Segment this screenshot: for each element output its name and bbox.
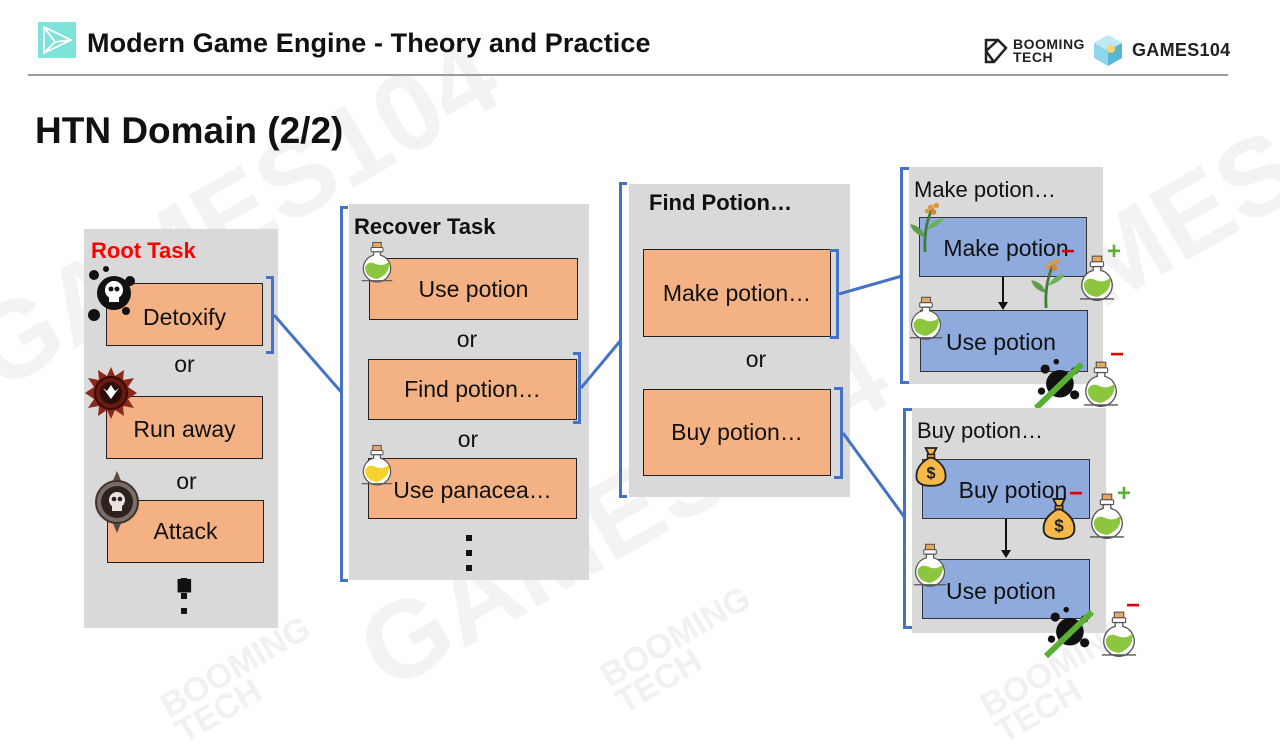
- task-label: Use potion: [418, 275, 529, 302]
- recover-task-title: Recover Task: [354, 214, 496, 239]
- step-label: Use potion: [946, 577, 1056, 604]
- games104-logo: GAMES104: [1092, 33, 1230, 67]
- task-label: Attack: [153, 518, 218, 544]
- herb-icon: [1028, 256, 1068, 313]
- minus-sign: −: [1061, 238, 1076, 265]
- sequence-arrow: [1000, 519, 1012, 559]
- or-separator: or: [174, 351, 195, 377]
- sequence-arrow: [997, 277, 1009, 311]
- step-label: Make potion: [943, 234, 1069, 261]
- expand-bracket: [340, 206, 348, 582]
- green-potion-icon: [908, 294, 944, 347]
- yellow-potion-icon: [360, 442, 394, 493]
- step-use-potion[interactable]: Use potion: [922, 559, 1090, 619]
- flee-emblem-icon: [84, 366, 138, 425]
- skull-badge-icon: [92, 471, 142, 538]
- header-divider: [28, 74, 1228, 76]
- course-logo-icon: [38, 22, 76, 58]
- page-title: HTN Domain (2/2): [35, 110, 344, 151]
- more-options-ellipsis: [466, 535, 472, 571]
- booming-text-line: BOOMING: [1013, 36, 1085, 52]
- booming-tech-mark-icon: [984, 38, 1008, 64]
- minus-sign: −: [1069, 480, 1084, 507]
- minus-sign: −: [1110, 341, 1125, 368]
- header-title: Modern Game Engine - Theory and Practice: [87, 28, 651, 58]
- step-use-potion[interactable]: Use potion: [920, 310, 1088, 372]
- poison-removed-icon: [1042, 604, 1096, 663]
- poison-removed-icon: [1032, 356, 1086, 415]
- booming-text-line: TECH: [1013, 49, 1054, 65]
- task-label: Detoxify: [142, 304, 227, 330]
- task-detoxify[interactable]: Detoxify: [106, 283, 263, 346]
- or-separator: or: [176, 468, 197, 494]
- step-make-potion[interactable]: Make potion: [919, 217, 1087, 277]
- games104-text: GAMES104: [1132, 39, 1231, 60]
- step-label: Buy potion: [958, 477, 1068, 503]
- green-potion-icon: [360, 240, 394, 289]
- root-task-title: Root Task: [91, 238, 196, 263]
- task-buy-potion[interactable]: Buy potion…: [643, 389, 831, 476]
- expand-bracket: [834, 387, 843, 479]
- poison-skull-icon: [86, 265, 138, 328]
- herb-icon: [908, 200, 946, 257]
- games104-cube-icon: [1094, 35, 1122, 66]
- expand-bracket: [266, 276, 274, 354]
- money-bag-icon: [1040, 494, 1078, 547]
- task-label: Find potion…: [404, 376, 541, 402]
- or-separator: or: [745, 346, 767, 372]
- buy-potion-title: Buy potion…: [917, 418, 1043, 443]
- make-potion-title: Make potion…: [914, 177, 1056, 202]
- connector-line: [841, 432, 907, 519]
- find-potion-title: Find Potion…: [649, 190, 792, 215]
- step-buy-potion[interactable]: Buy potion: [922, 459, 1090, 519]
- green-potion-icon: [912, 541, 948, 594]
- plus-sign: +: [1117, 480, 1132, 507]
- or-separator: or: [457, 426, 479, 452]
- task-label: Buy potion…: [671, 419, 803, 445]
- task-use-panacea[interactable]: Use panacea…: [368, 458, 577, 519]
- task-find-potion[interactable]: Find potion…: [368, 359, 577, 420]
- task-make-potion[interactable]: Make potion…: [643, 249, 831, 337]
- connector-line: [272, 314, 344, 394]
- expand-bracket: [619, 182, 627, 498]
- task-label: Run away: [133, 416, 236, 442]
- task-label: Use panacea…: [393, 477, 552, 503]
- more-options-ellipsis: ■: [176, 569, 193, 600]
- step-label: Use potion: [946, 328, 1056, 355]
- task-run-away[interactable]: Run away: [106, 396, 263, 459]
- expand-bracket: [830, 249, 839, 339]
- or-separator: or: [456, 326, 478, 352]
- minus-sign: −: [1126, 592, 1141, 619]
- expand-bracket: [573, 352, 581, 424]
- task-label: Make potion…: [662, 279, 812, 306]
- money-bag-icon: [913, 443, 949, 494]
- plus-sign: +: [1107, 238, 1122, 265]
- more-options-ellipsis: [181, 578, 187, 614]
- task-use-potion[interactable]: Use potion: [369, 258, 578, 320]
